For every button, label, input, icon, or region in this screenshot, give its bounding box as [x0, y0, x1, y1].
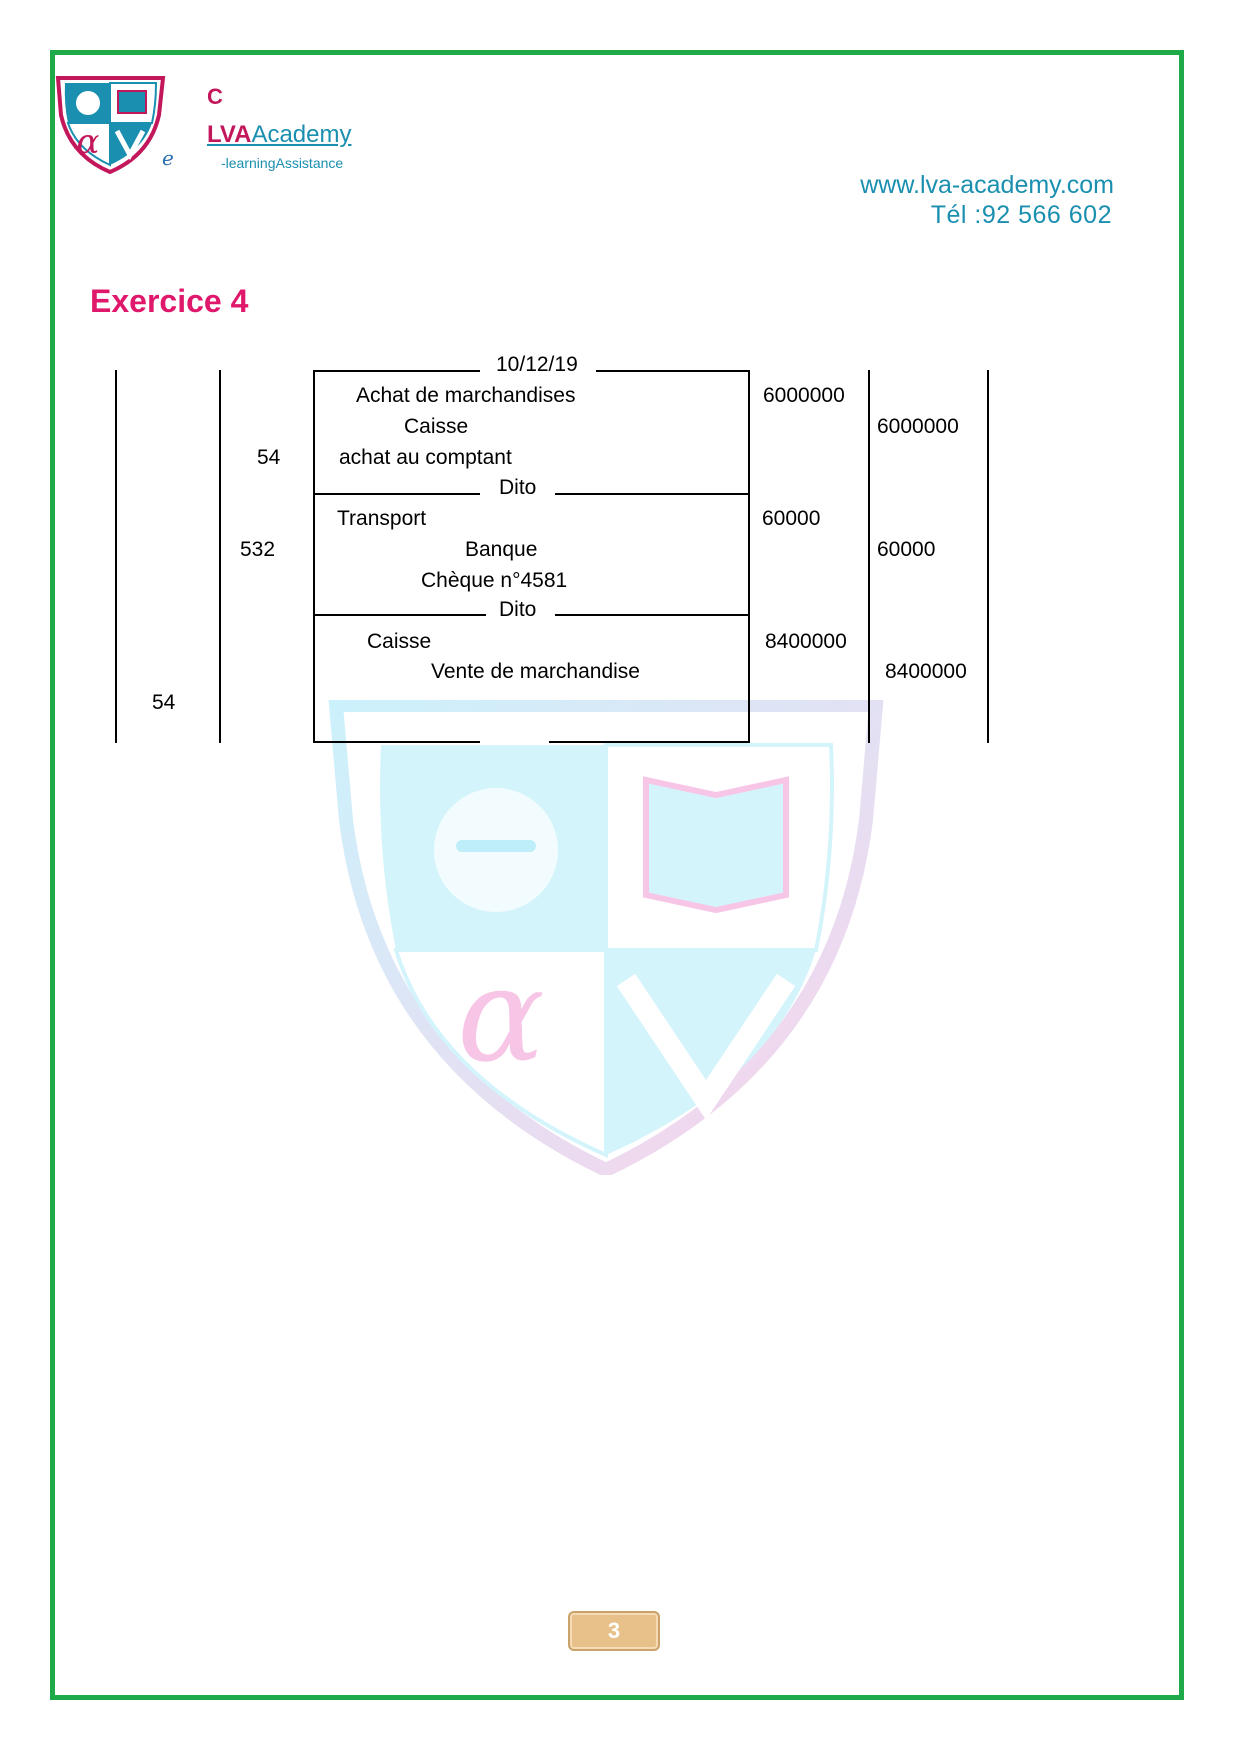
credit-label: Caisse [404, 415, 469, 438]
brand-e: e [162, 146, 174, 170]
credit-amount: 6000000 [877, 415, 959, 438]
debit-amount: 6000000 [763, 384, 845, 407]
svg-text:α: α [457, 939, 545, 1091]
phone-number: Tél :92 566 602 [930, 201, 1112, 229]
journal-grid [115, 370, 989, 743]
entry-date: Dito [499, 598, 537, 621]
exercise-title: Exercice 4 [90, 283, 249, 319]
credit-label: Vente de marchandise [431, 660, 640, 683]
debit-account: 54 [152, 691, 176, 714]
debit-label: Caisse [367, 630, 432, 653]
credit-amount: 60000 [877, 538, 936, 561]
credit-amount: 8400000 [885, 660, 967, 683]
brand-lva: LVA [207, 121, 252, 148]
debit-label: Transport [337, 507, 427, 530]
page-frame [50, 50, 1184, 1700]
brand-c: C [207, 84, 223, 109]
page-number: 3 [568, 1611, 660, 1651]
entry-date: 10/12/19 [496, 353, 578, 376]
brand-academy: Academy [251, 121, 352, 148]
lva-logo: α [55, 76, 166, 175]
credit-label: Banque [465, 538, 538, 561]
debit-label: Achat de marchandises [356, 384, 576, 407]
credit-account: 532 [240, 538, 276, 561]
brand-tagline: -learningAssistance [221, 155, 344, 171]
entry-description: achat au comptant [339, 446, 512, 469]
svg-text:α: α [77, 122, 100, 162]
debit-amount: 8400000 [765, 630, 847, 653]
watermark-logo: α [328, 700, 884, 1175]
entry-date: Dito [499, 476, 537, 499]
website-link[interactable]: www.lva-academy.com [860, 171, 1114, 199]
brand-name: LVAAcademy [207, 121, 351, 149]
debit-amount: 60000 [762, 507, 821, 530]
entry-description: Chèque n°4581 [421, 569, 568, 592]
credit-account: 54 [257, 446, 281, 469]
